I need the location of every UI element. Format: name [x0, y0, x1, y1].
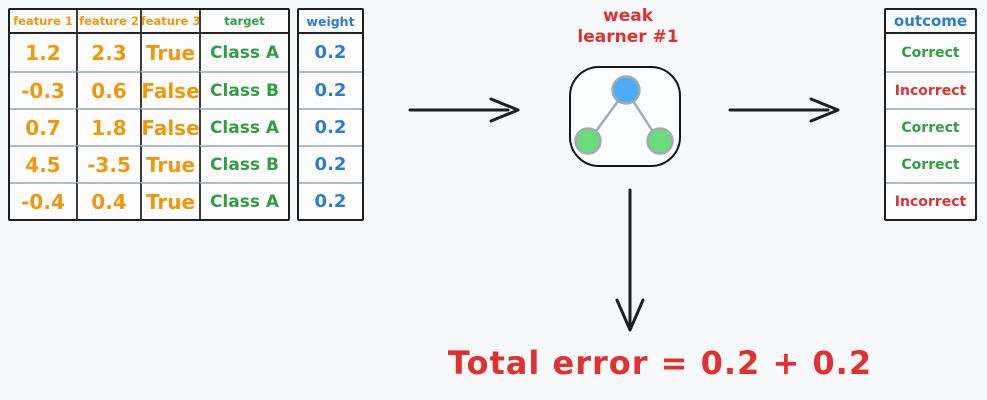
table-cell: 0.4: [76, 182, 140, 219]
tree-nodes-graphic: [574, 75, 674, 155]
weak-learner-label-line2: learner #1: [577, 27, 679, 47]
column-header-weight: weight: [299, 10, 362, 34]
column-header-feature-1: feature 1: [10, 10, 76, 34]
outcome-cell: Correct: [886, 145, 975, 182]
table-cell: 1.2: [10, 34, 76, 71]
outcome-cell: Incorrect: [886, 182, 975, 219]
table-cell: 2.3: [76, 34, 140, 71]
decision-tree-icon: [569, 66, 681, 167]
table-cell: -0.4: [10, 182, 76, 219]
total-error-formula: Total error = 0.2 + 0.2: [447, 344, 873, 382]
table-cell: Class B: [199, 145, 288, 182]
down-arrow: [606, 186, 654, 340]
table-cell: True: [140, 182, 199, 219]
outcome-cell: Correct: [886, 108, 975, 145]
outcome-cell: Correct: [886, 34, 975, 71]
table-cell: -0.3: [10, 71, 76, 108]
table-cell: 4.5: [10, 145, 76, 182]
tree-root-node: [611, 75, 641, 105]
weak-learner-label: weak learner #1: [556, 6, 700, 48]
table-cell: 0.6: [76, 71, 140, 108]
table-cell: False: [140, 71, 199, 108]
outcome-cell: Incorrect: [886, 71, 975, 108]
right-arrow: [406, 94, 522, 130]
column-header-outcome: outcome: [886, 10, 975, 34]
weight-cell: 0.2: [299, 108, 362, 145]
weight-cell: 0.2: [299, 71, 362, 108]
outcome-column-table: outcome Correct Incorrect Correct Correc…: [884, 8, 977, 221]
table-cell: 1.8: [76, 108, 140, 145]
training-data-table: feature 1 feature 2 feature 3 target 1.2…: [8, 8, 290, 221]
column-header-feature-2: feature 2: [76, 10, 140, 34]
table-cell: Class A: [199, 108, 288, 145]
weight-column-table: weight 0.2 0.2 0.2 0.2 0.2: [297, 8, 364, 221]
weight-cell: 0.2: [299, 182, 362, 219]
tree-right-leaf-node: [646, 127, 674, 155]
table-cell: 0.7: [10, 108, 76, 145]
table-cell: True: [140, 145, 199, 182]
column-header-feature-3: feature 3: [140, 10, 199, 34]
right-arrow: [726, 94, 842, 130]
weight-cell: 0.2: [299, 145, 362, 182]
tree-left-leaf-node: [574, 127, 602, 155]
table-cell: True: [140, 34, 199, 71]
table-cell: -3.5: [76, 145, 140, 182]
table-cell: Class B: [199, 71, 288, 108]
weak-learner-label-line1: weak: [602, 6, 653, 26]
column-header-target: target: [199, 10, 288, 34]
table-cell: Class A: [199, 34, 288, 71]
weight-cell: 0.2: [299, 34, 362, 71]
table-cell: False: [140, 108, 199, 145]
table-cell: Class A: [199, 182, 288, 219]
